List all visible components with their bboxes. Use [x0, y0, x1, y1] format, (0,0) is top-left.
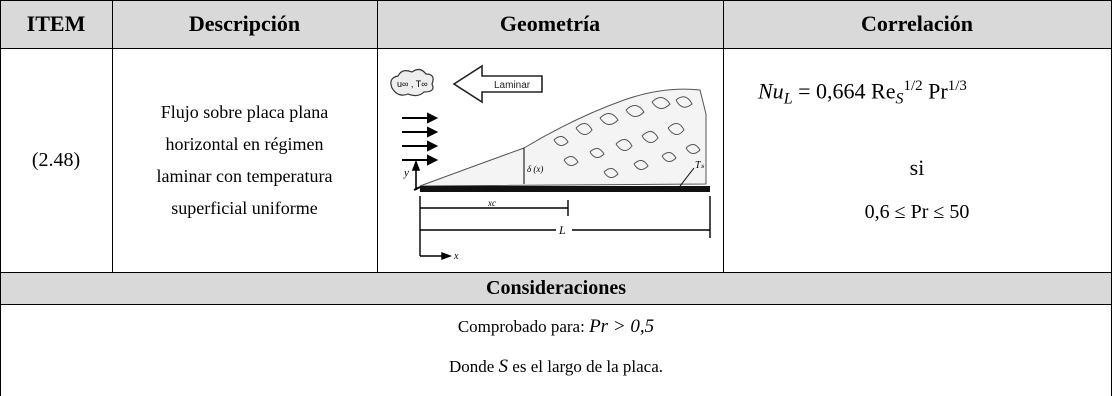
- equals-coefficient: = 0,664: [798, 78, 866, 104]
- consideraciones-title: Consideraciones: [486, 276, 626, 299]
- x-axis-icon: [420, 251, 452, 261]
- y-axis-icon: [411, 159, 421, 190]
- table-rule: [0, 0, 1112, 1]
- header-item: ITEM: [26, 11, 86, 36]
- table-rule: [0, 0, 1, 396]
- header-geometria: Geometría: [499, 11, 601, 36]
- table-rule: [112, 0, 113, 272]
- nusselt-correlation: NuL = 0,664 ReS1/2 Pr1/3: [758, 78, 967, 109]
- flow-arrows-icon: [402, 112, 439, 166]
- description-line: Flujo sobre placa plana: [160, 102, 329, 122]
- description-line: superficial uniforme: [171, 198, 318, 218]
- freestream-label: u∞ , T∞: [397, 79, 428, 89]
- x-axis-label: x: [453, 251, 459, 262]
- description-line: laminar con temperatura: [156, 166, 333, 186]
- consideraciones-line-2: Donde S es el largo de la placa.: [0, 356, 1112, 378]
- pr-exponent: 1/3: [947, 78, 967, 94]
- laminar-label: Laminar: [494, 80, 531, 91]
- header-correlacion: Correlación: [860, 11, 973, 36]
- flat-plate-boundary-layer-diagram: u∞ , T∞ Laminar y: [390, 64, 711, 262]
- description-line: horizontal en régimen: [165, 134, 324, 154]
- table-rule: [377, 0, 378, 272]
- plate-leading-edge: [413, 186, 421, 191]
- donde-text: Donde: [448, 357, 495, 376]
- ts-label: Tₛ: [695, 160, 705, 171]
- laminar-arrow-icon: [452, 64, 543, 104]
- xc-label: xc: [487, 198, 496, 208]
- header-row-background: [0, 0, 1112, 48]
- description-cell: Flujo sobre placa plana horizontal en ré…: [112, 48, 377, 272]
- y-axis-label: y: [403, 167, 409, 179]
- re-exponent: 1/2: [903, 78, 923, 94]
- nu-symbol: Nu: [758, 78, 784, 104]
- turbulent-eddies-icon: [553, 96, 701, 178]
- table-rule: [723, 0, 724, 272]
- l-label: L: [558, 223, 566, 237]
- item-number: (2.48): [31, 148, 81, 171]
- ts-leader: [679, 167, 695, 187]
- s-variable: S: [498, 356, 509, 377]
- delta-label: δ (x): [527, 164, 543, 174]
- si-label: si: [909, 155, 925, 180]
- comprobado-text: Comprobado para:: [457, 317, 585, 336]
- header-descripcion: Descripción: [188, 11, 301, 36]
- pr-range: 0,6 ≤ Pr ≤ 50: [864, 200, 970, 223]
- table-rule: [0, 48, 1112, 49]
- boundary-layer-region: [419, 88, 707, 187]
- pr-condition: Pr > 0,5: [589, 316, 655, 337]
- freestream-cloud-icon: [390, 68, 434, 97]
- nu-subscript: L: [783, 90, 793, 108]
- l-label-bg: [556, 222, 572, 236]
- consideraciones-line-1: Comprobado para: Pr > 0,5: [0, 316, 1112, 338]
- largo-text: es el largo de la placa.: [512, 357, 664, 376]
- re-symbol: Re: [871, 78, 896, 104]
- table-rule: [0, 272, 1112, 273]
- flat-plate: [420, 186, 710, 192]
- re-subscript: S: [895, 90, 904, 108]
- pr-symbol: Pr: [928, 78, 948, 104]
- consideraciones-row-background: [0, 272, 1112, 304]
- table-rule: [0, 304, 1112, 305]
